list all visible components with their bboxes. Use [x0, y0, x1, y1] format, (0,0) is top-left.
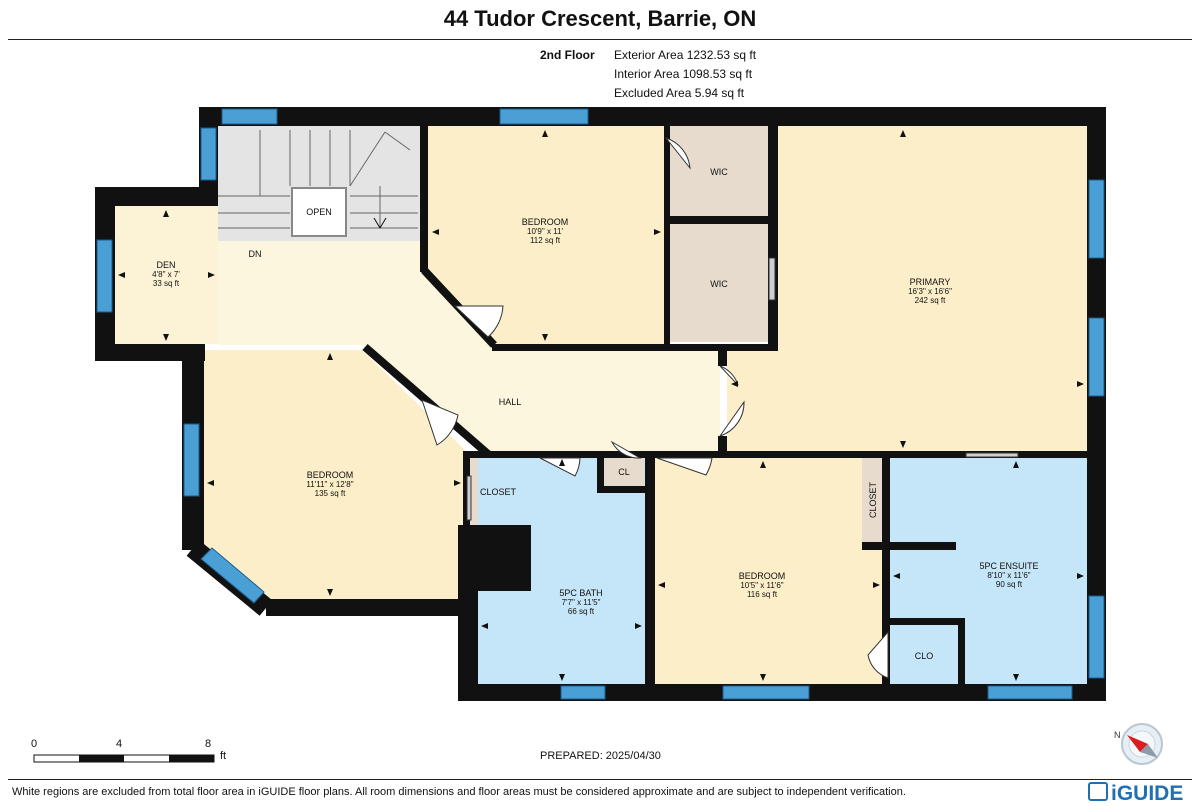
dimension-arrows	[118, 130, 1084, 681]
closet-vertical-room	[862, 458, 882, 542]
bedroom-mid-room	[655, 458, 883, 684]
scale-tick-8: 8	[205, 738, 212, 750]
doors	[421, 137, 1019, 679]
primary-dims: 16'3" x 16'6"	[908, 287, 952, 296]
primary-name: PRIMARY	[910, 277, 951, 287]
excluded-area: Excluded Area 5.94 sq ft	[614, 86, 745, 100]
hall-label: HALL	[499, 397, 522, 407]
windows	[96, 108, 1105, 700]
title-divider	[8, 39, 1192, 40]
staircase	[218, 130, 418, 229]
bedroom-top-name: BEDROOM	[522, 217, 569, 227]
bath-name: 5PC BATH	[559, 588, 602, 598]
bedroom-left-dims: 11'11" x 12'8"	[306, 480, 353, 489]
bedroom-left-room	[204, 350, 465, 599]
den-room	[115, 206, 218, 344]
bedroom-top-room	[428, 126, 664, 344]
compass-icon: N	[1114, 723, 1163, 765]
wic-top-label: WIC	[710, 167, 728, 177]
plan-title: 44 Tudor Crescent, Barrie, ON	[443, 6, 757, 31]
ensuite-room	[890, 458, 1087, 684]
interior-area: Interior Area 1098.53 sq ft	[614, 67, 753, 81]
clo-label: CLO	[915, 651, 934, 661]
prepared-date: PREPARED: 2025/04/30	[540, 750, 661, 762]
cl-room	[604, 456, 644, 488]
wic-top-room	[670, 126, 768, 216]
bedroom-top-area: 112 sq ft	[530, 236, 561, 245]
primary-area: 242 sq ft	[915, 296, 946, 305]
den-name: DEN	[156, 260, 175, 270]
bedroom-mid-area: 116 sq ft	[747, 590, 778, 599]
open-box	[291, 187, 347, 237]
ensuite-name: 5PC ENSUITE	[979, 561, 1038, 571]
wic-bottom-room	[670, 224, 768, 342]
bedroom-left-name: BEDROOM	[307, 470, 354, 480]
primary-room	[727, 126, 1087, 451]
open-label: OPEN	[306, 207, 332, 217]
disclaimer-note: White regions are excluded from total fl…	[12, 786, 906, 798]
bath-area: 66 sq ft	[568, 607, 595, 616]
footer-divider	[8, 779, 1192, 780]
brand-logo: iGUIDE	[1088, 782, 1183, 806]
brand-icon	[1088, 782, 1108, 801]
scale-tick-4: 4	[116, 738, 123, 750]
den-dims: 4'8" x 7'	[152, 270, 180, 279]
cl-label: CL	[618, 467, 630, 477]
scale-bar	[33, 754, 215, 763]
bedroom-mid-dims: 10'5" x 11'6"	[740, 581, 783, 590]
den-area: 33 sq ft	[153, 279, 180, 288]
bedroom-left-area: 135 sq ft	[315, 489, 346, 498]
closet-left-label: CLOSET	[480, 487, 517, 497]
scale-tick-0: 0	[31, 738, 38, 750]
ensuite-area: 90 sq ft	[996, 580, 1023, 589]
bedroom-top-dims: 10'9" x 11'	[527, 227, 563, 236]
down-label: DN	[249, 249, 262, 259]
compass-north-label: N	[1114, 730, 1121, 740]
wic-bottom-label: WIC	[710, 279, 728, 289]
walls	[95, 107, 1106, 701]
bath-dims: 7'7" x 11'5"	[562, 598, 601, 607]
scale-unit: ft	[220, 750, 227, 762]
floor-label: 2nd Floor	[540, 48, 595, 62]
hall-room	[218, 241, 720, 451]
ensuite-dims: 8'10" x 11'6"	[987, 571, 1030, 580]
bedroom-mid-name: BEDROOM	[739, 571, 786, 581]
closet-vertical-label: CLOSET	[868, 481, 878, 518]
brand-name: iGUIDE	[1111, 782, 1184, 805]
exterior-area: Exterior Area 1232.53 sq ft	[614, 48, 757, 62]
